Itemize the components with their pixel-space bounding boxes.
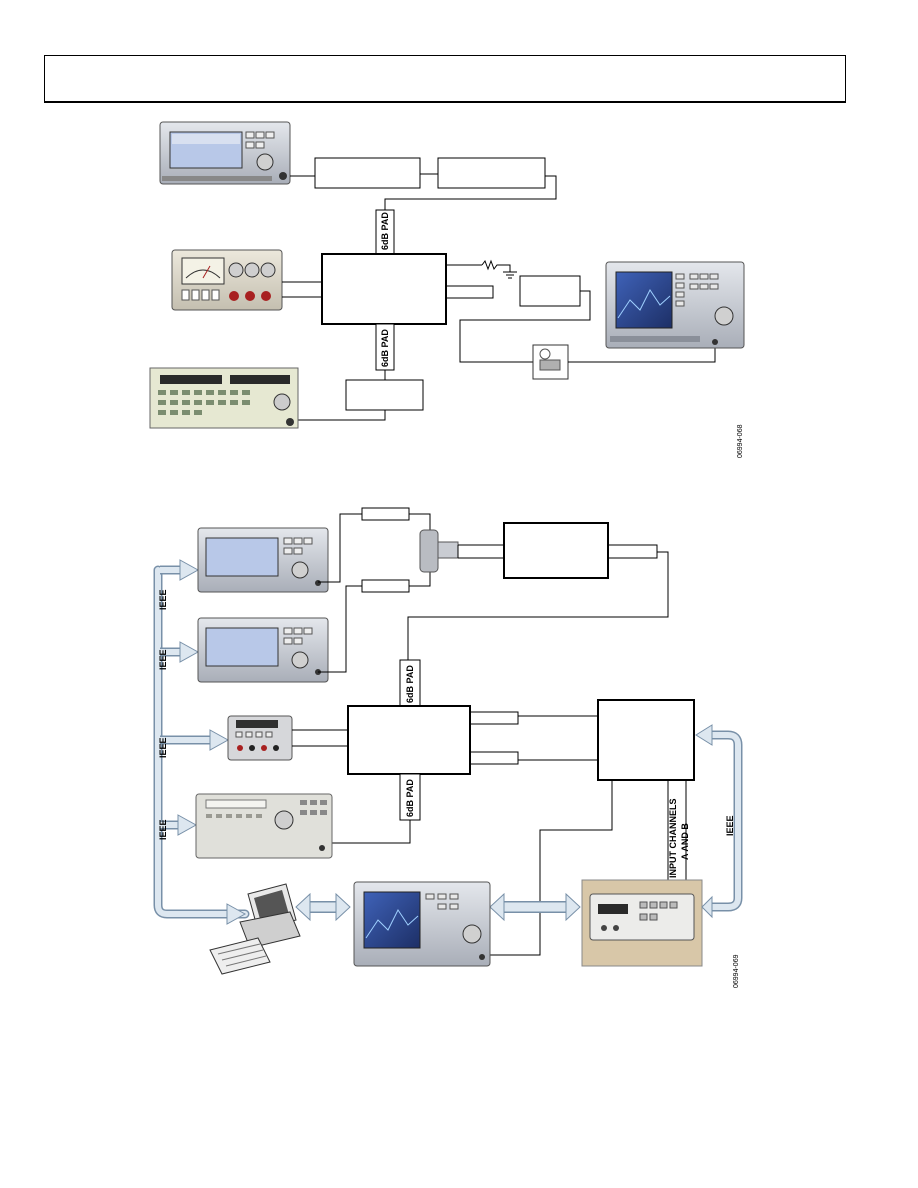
- computer-icon: [209, 883, 301, 975]
- input-channels-label-2: A AND B: [680, 823, 690, 860]
- page-header-box: [44, 55, 846, 103]
- ieee-link-arrows: [295, 892, 581, 922]
- top-block-left: [314, 157, 421, 189]
- signal-generator-icon: [159, 121, 291, 185]
- signal-generator-c-icon: [195, 793, 333, 859]
- dut-block-b: [347, 705, 471, 775]
- pad-upper-label: 6dB PAD: [380, 212, 390, 250]
- filter-b: [361, 579, 410, 593]
- figure-top: 6dB PAD 6dB PAD: [149, 121, 745, 458]
- ieee-label-4: IEEE: [158, 819, 168, 840]
- ieee-label-2: IEEE: [158, 649, 168, 670]
- lower-block: [345, 379, 424, 411]
- pad-lower-b-label: 6dB PAD: [405, 779, 415, 817]
- terminator-resistor: [446, 259, 517, 279]
- dut-block: [321, 253, 447, 325]
- ieee-label-3: IEEE: [158, 737, 168, 758]
- power-sensor-icon: [532, 344, 569, 380]
- signal-generator-b-icon: [197, 617, 329, 683]
- power-meter-instrument-icon: [581, 879, 703, 967]
- signal-generator-2-icon: [149, 367, 299, 429]
- input-channels-label-1: INPUT CHANNELS: [668, 798, 678, 878]
- figure-top-number: 06994-068: [737, 424, 744, 458]
- figure-bottom-number: 06994-069: [733, 954, 740, 988]
- ieee-label-1: IEEE: [158, 589, 168, 610]
- power-meter-block: [597, 699, 695, 781]
- figure-bottom: IEEE IEEE IEEE IEEE: [153, 507, 743, 988]
- amplifier-block: [503, 522, 609, 579]
- ieee-label-right: IEEE: [725, 815, 735, 836]
- power-supply-icon: [171, 249, 283, 311]
- power-supply-b-icon: [227, 715, 293, 761]
- signal-generator-a-icon: [197, 527, 329, 593]
- pad-upper-b-label: 6dB PAD: [405, 665, 415, 703]
- ieee-bus-arrows: [160, 559, 247, 925]
- pad-lower-label: 6dB PAD: [380, 329, 390, 367]
- spectrum-analyzer-icon: [605, 261, 745, 349]
- top-block-right: [437, 157, 546, 189]
- power-combiner-icon: [419, 529, 459, 573]
- spectrum-analyzer-b-icon: [353, 881, 491, 967]
- output-block: [519, 275, 581, 307]
- filter-a: [361, 507, 410, 521]
